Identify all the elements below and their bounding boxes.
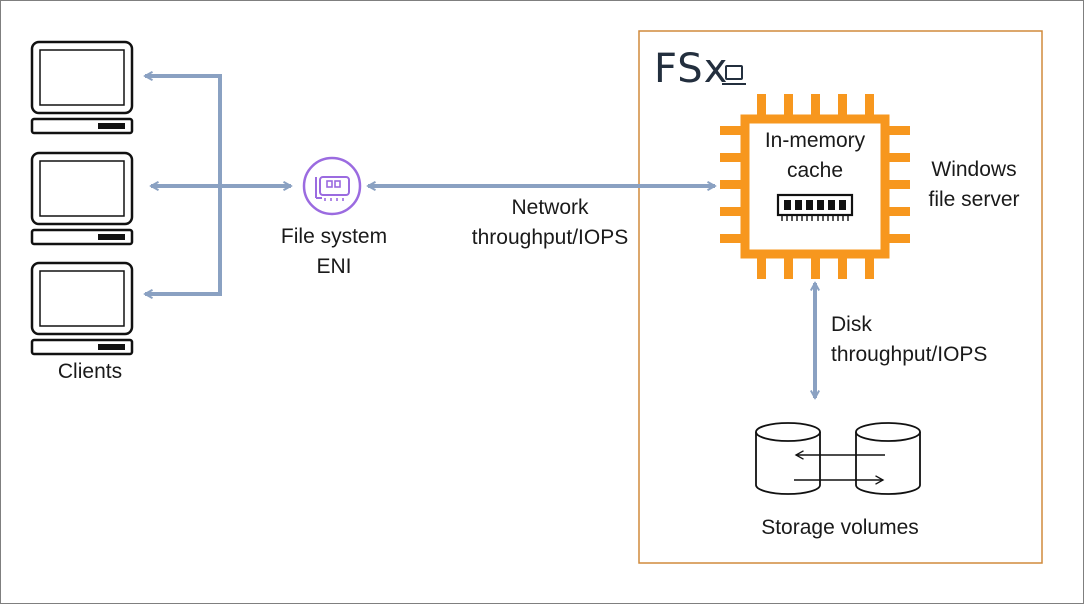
desktop-computer-icon xyxy=(30,261,134,356)
disk-label-line-2: throughput/IOPS xyxy=(831,343,988,366)
cache-label-line-2: cache xyxy=(786,159,844,182)
connector-client-3 xyxy=(145,186,222,294)
fsx-logo: FSx xyxy=(654,46,729,92)
storage-volumes-label: Storage volumes xyxy=(761,516,919,539)
client-computer-3 xyxy=(30,261,134,356)
network-throughput-label: Network throughput/IOPS xyxy=(430,193,670,253)
connector-client-1 xyxy=(145,76,222,186)
server-label-line-2: file server xyxy=(928,188,1020,211)
network-label-line-2: throughput/IOPS xyxy=(471,226,629,249)
eni-label-line-1: File system xyxy=(280,225,388,248)
storage-volume-right xyxy=(855,422,921,495)
memory-module-icon xyxy=(776,193,854,221)
server-label-line-1: Windows xyxy=(931,158,1017,181)
disk-throughput-label: Disk throughput/IOPS xyxy=(831,310,1031,370)
desktop-computer-icon xyxy=(30,40,134,135)
database-cylinder-icon xyxy=(755,422,821,495)
fsx-logo-laptop-icon xyxy=(722,65,746,85)
desktop-computer-icon xyxy=(30,151,134,246)
eni-label-line-2: ENI xyxy=(316,255,352,278)
client-connectors xyxy=(145,76,815,398)
processor-chip-icon xyxy=(720,94,910,279)
network-label-line-1: Network xyxy=(511,196,589,219)
client-computer-2 xyxy=(30,151,134,246)
cache-label-line-1: In-memory xyxy=(764,129,866,152)
database-cylinder-icon xyxy=(855,422,921,495)
windows-file-server-label: Windows file server xyxy=(910,155,1038,215)
storage-volume-left xyxy=(755,422,821,495)
in-memory-cache-label: In-memory cache xyxy=(745,126,885,186)
eni-label: File system ENI xyxy=(254,222,414,282)
client-computer-1 xyxy=(30,40,134,135)
clients-label: Clients xyxy=(57,360,123,383)
disk-label-line-1: Disk xyxy=(831,313,872,336)
replication-arrows xyxy=(794,450,885,485)
fsx-container xyxy=(638,30,1043,564)
network-interface-icon xyxy=(302,156,362,216)
